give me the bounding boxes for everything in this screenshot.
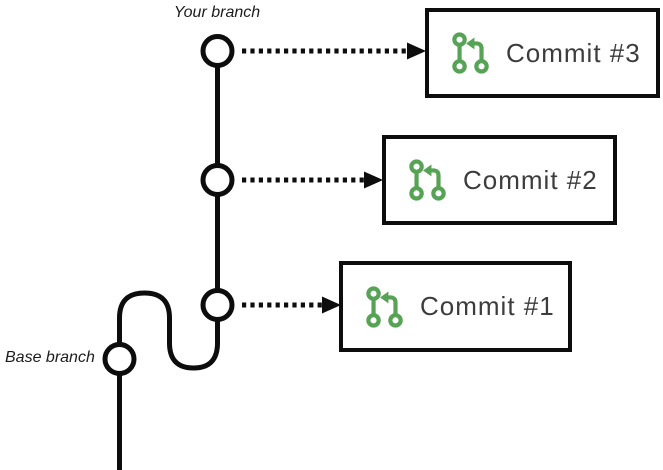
base-branch-node [102,342,137,376]
commit-node-1 [200,288,235,322]
commit-card-3: Commit #3 [425,8,660,98]
your-branch-label: Your branch [173,4,261,21]
commit-card-2: Commit #2 [382,135,617,225]
git-pull-request-arrow-icon [366,285,403,328]
commit-label: Commit #3 [506,37,641,68]
dotted-arrow-commit-1 [242,296,341,314]
commit-label: Commit #2 [463,164,598,195]
dotted-arrow-commit-3 [242,42,426,60]
commit-node-2 [200,163,235,197]
commit-label: Commit #1 [420,291,555,321]
commit-node-3 [200,34,235,68]
commit-card-1: Commit #1 [339,261,572,352]
arrowhead-icon [322,296,341,314]
git-pull-request-arrow-icon [452,32,489,74]
base-branch-label: Base branch [5,349,95,366]
arrowhead-icon [407,42,426,60]
git-pull-request-arrow-icon [409,159,446,201]
merge-curve-line [117,290,220,371]
arrowhead-icon [364,171,383,189]
dotted-arrow-commit-2 [242,171,383,189]
